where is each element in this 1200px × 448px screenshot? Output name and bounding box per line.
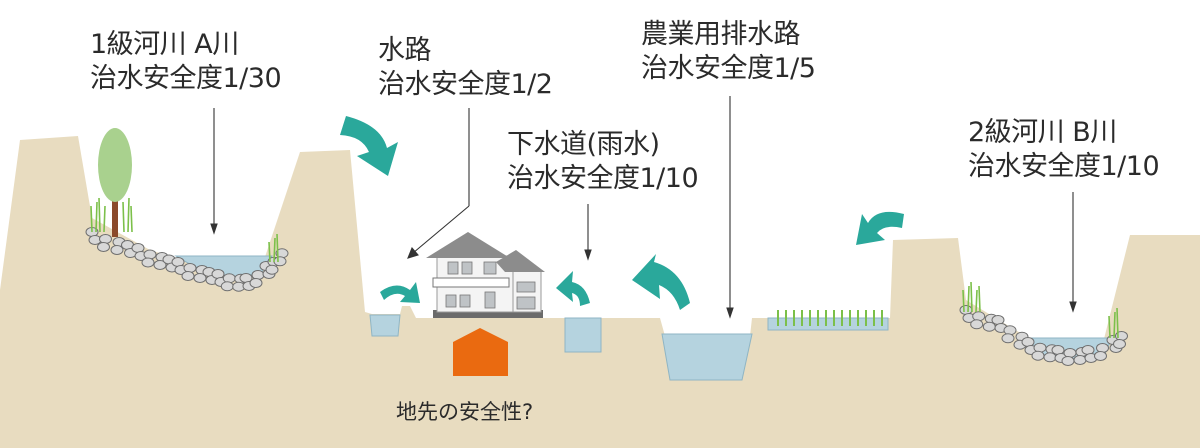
stone (1094, 351, 1107, 361)
stone (972, 311, 986, 322)
reed (967, 285, 970, 313)
agri-drain-water (661, 333, 753, 381)
label-river-b: 2級河川 B川 治水安全度1/10 (968, 116, 1160, 184)
stone (1063, 348, 1077, 358)
reed (90, 205, 93, 233)
reed (1113, 311, 1116, 339)
stone (1113, 339, 1126, 349)
tree-icon (98, 128, 132, 237)
reed (98, 197, 101, 233)
reed (103, 205, 106, 233)
reed (975, 289, 978, 313)
stone (1003, 325, 1017, 336)
stone (143, 249, 157, 260)
reed (1116, 307, 1119, 339)
ground-profile (0, 136, 1200, 448)
stone (220, 281, 234, 292)
stone (970, 319, 984, 330)
reed (130, 205, 133, 233)
stone (1043, 352, 1057, 363)
label-waterway-name: 水路 (378, 35, 432, 66)
local-safety-question: 地先の安全性? (396, 400, 534, 424)
reed (127, 197, 130, 233)
stone (97, 242, 110, 252)
flow-arrow-icon (380, 282, 420, 303)
stone (251, 270, 265, 280)
stone (99, 234, 112, 244)
label-river-b-safety: 治水安全度1/10 (968, 151, 1160, 182)
stone (193, 273, 207, 283)
stone (141, 257, 155, 268)
label-sewer-name: 下水道(雨水) (507, 129, 660, 160)
stone (1033, 342, 1047, 353)
reed (970, 281, 973, 313)
reed (978, 285, 981, 313)
reed (962, 289, 965, 313)
waterway-water (369, 314, 401, 337)
label-agri-drain-safety: 治水安全度1/5 (641, 53, 816, 84)
reeds (90, 197, 1119, 339)
label-river-a-safety: 治水安全度1/30 (90, 63, 282, 94)
reed (95, 201, 98, 233)
flow-arrow-icon (556, 271, 590, 306)
paddy-field (777, 310, 883, 326)
stone (222, 273, 236, 284)
upward-arrow-icon (453, 328, 508, 376)
flow-arrow-icon (632, 254, 690, 310)
reed (273, 237, 276, 263)
label-river-a-name: 1級河川 A川 (90, 29, 239, 60)
label-agri-drain-name: 農業用排水路 (641, 19, 801, 50)
reed (276, 233, 279, 263)
flow-arrows (340, 116, 904, 310)
stone (1031, 350, 1045, 361)
sewer-water (564, 317, 602, 353)
flow-arrow-icon (856, 211, 904, 245)
stone (110, 245, 124, 255)
label-river-a: 1級河川 A川 治水安全度1/30 (90, 28, 282, 96)
reed (268, 241, 271, 263)
house-icon (426, 232, 545, 318)
reed (122, 201, 125, 233)
label-sewer: 下水道(雨水) 治水安全度1/10 (507, 128, 699, 196)
stone (1096, 343, 1109, 353)
stone (265, 264, 279, 275)
stone (273, 256, 287, 267)
label-agri-drain: 農業用排水路 治水安全度1/5 (641, 18, 816, 86)
stone (153, 260, 167, 270)
label-sewer-safety: 治水安全度1/10 (507, 163, 699, 194)
stone (183, 263, 197, 273)
label-river-b-name: 2級河川 B川 (968, 117, 1117, 148)
riverbank-stones (85, 227, 1128, 366)
label-waterway-safety: 治水安全度1/2 (378, 69, 553, 100)
pointer-lines (210, 96, 1077, 319)
stone (181, 271, 195, 281)
label-waterway: 水路 治水安全度1/2 (378, 34, 553, 102)
flow-arrow-icon (340, 116, 398, 176)
stone (1073, 355, 1087, 365)
stone (249, 278, 263, 288)
reed (1108, 315, 1111, 339)
stone (1061, 356, 1075, 366)
stone (1001, 333, 1015, 344)
